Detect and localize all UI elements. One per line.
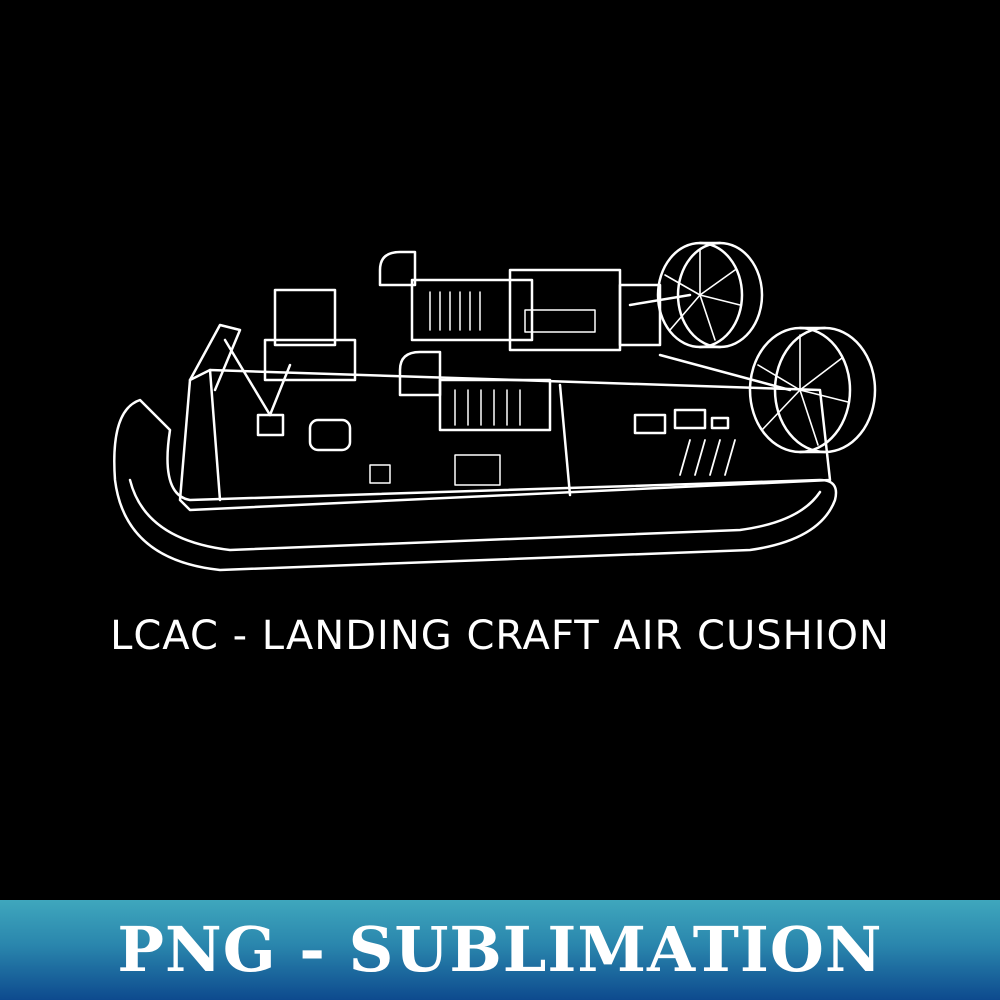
hovercraft-line-art-icon	[100, 230, 900, 600]
banner-label: PNG - SUBLIMATION	[117, 913, 883, 986]
design-canvas: LCAC - LANDING CRAFT AIR CUSHION	[100, 230, 900, 659]
skirt-outline	[113, 398, 838, 572]
design-caption: LCAC - LANDING CRAFT AIR CUSHION	[110, 613, 890, 659]
sublimation-banner: PNG - SUBLIMATION	[0, 900, 1000, 1000]
